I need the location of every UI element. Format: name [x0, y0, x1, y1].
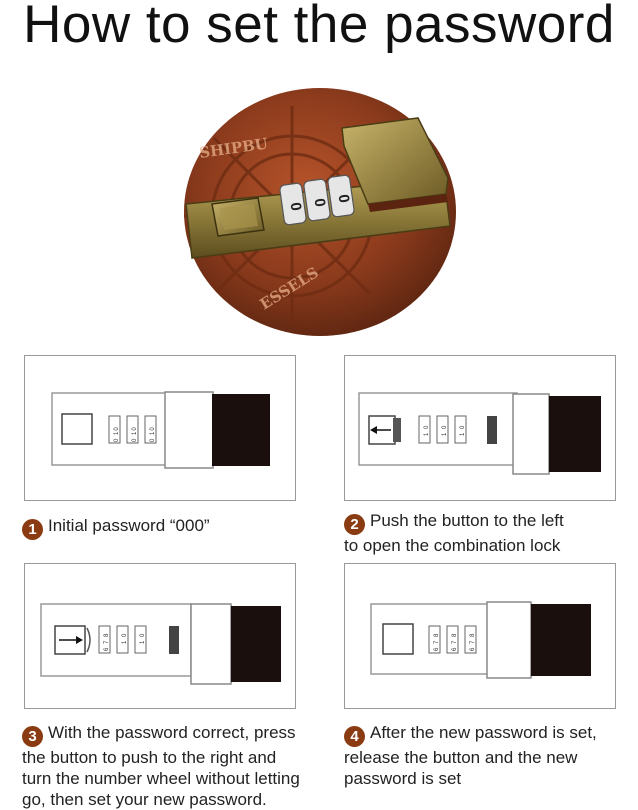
svg-text:6: 6	[470, 647, 476, 651]
svg-text:1: 1	[122, 640, 128, 644]
svg-text:7: 7	[452, 640, 458, 644]
svg-text:7: 7	[470, 640, 476, 644]
svg-text:7: 7	[434, 640, 440, 644]
svg-text:7: 7	[104, 640, 110, 644]
svg-text:1: 1	[150, 431, 156, 435]
svg-text:0: 0	[460, 425, 466, 429]
svg-text:1: 1	[442, 432, 448, 436]
step-badge: 1	[22, 519, 43, 540]
flap-edge	[368, 194, 448, 212]
svg-text:1: 1	[140, 640, 146, 644]
svg-text:0: 0	[114, 427, 120, 431]
svg-text:6: 6	[104, 647, 110, 651]
leather-strap	[531, 604, 591, 676]
diagram-initial-state: 0 1 0 0 1 0 0 1 0	[24, 355, 296, 501]
svg-text:1: 1	[460, 432, 466, 436]
latch	[487, 416, 497, 444]
step-badge: 4	[344, 726, 365, 747]
wheel-digit-2: 0	[312, 197, 330, 208]
page-title: How to set the password	[23, 0, 615, 54]
svg-text:0: 0	[114, 438, 120, 442]
svg-text:0: 0	[442, 425, 448, 429]
svg-text:1: 1	[132, 431, 138, 435]
latch	[169, 626, 179, 654]
step-badge: 3	[22, 726, 43, 747]
diagram-push-left: 0 1 0 1 0 1	[344, 355, 616, 501]
svg-text:0: 0	[122, 633, 128, 637]
svg-text:0: 0	[150, 438, 156, 442]
svg-text:8: 8	[470, 633, 476, 637]
wheel-digit-3: 0	[336, 193, 354, 204]
push-button-outline	[382, 623, 414, 655]
svg-text:0: 0	[424, 425, 430, 429]
svg-text:8: 8	[434, 633, 440, 637]
svg-text:1: 1	[114, 431, 120, 435]
push-button-outline	[61, 413, 93, 445]
svg-text:8: 8	[452, 633, 458, 637]
leather-strap	[231, 606, 281, 682]
svg-text:6: 6	[452, 647, 458, 651]
diagram-push-right: 8 7 6 0 1 0 1	[24, 563, 296, 709]
svg-text:0: 0	[132, 427, 138, 431]
leather-strap	[549, 396, 601, 472]
number-wheels: 0 1 0 1 0 1	[418, 415, 467, 444]
diagram-new-password-set: 8 7 6 8 7 6 8 7 6	[344, 563, 616, 709]
number-wheels: 8 7 6 0 1 0 1	[98, 625, 147, 654]
lock-flap	[512, 393, 550, 475]
svg-text:0: 0	[132, 438, 138, 442]
spring	[86, 627, 91, 653]
step-badge: 2	[344, 514, 365, 535]
number-wheels: 8 7 6 8 7 6 8 7 6	[428, 625, 477, 654]
lock-flap	[164, 391, 214, 469]
svg-text:0: 0	[150, 427, 156, 431]
leather-strap	[212, 394, 270, 466]
svg-text:6: 6	[434, 647, 440, 651]
wheel-digit-1: 0	[288, 201, 306, 212]
lock-flap	[486, 601, 532, 679]
svg-text:8: 8	[104, 633, 110, 637]
svg-text:0: 0	[140, 633, 146, 637]
spring	[393, 418, 401, 442]
svg-text:1: 1	[424, 432, 430, 436]
lock-photo: SHIPBU ESSELS 0 0 0	[184, 88, 456, 336]
lock-flap	[190, 603, 232, 685]
number-wheels: 0 1 0 0 1 0 0 1 0	[108, 415, 157, 444]
number-wheels: 0 0 0	[279, 174, 355, 226]
